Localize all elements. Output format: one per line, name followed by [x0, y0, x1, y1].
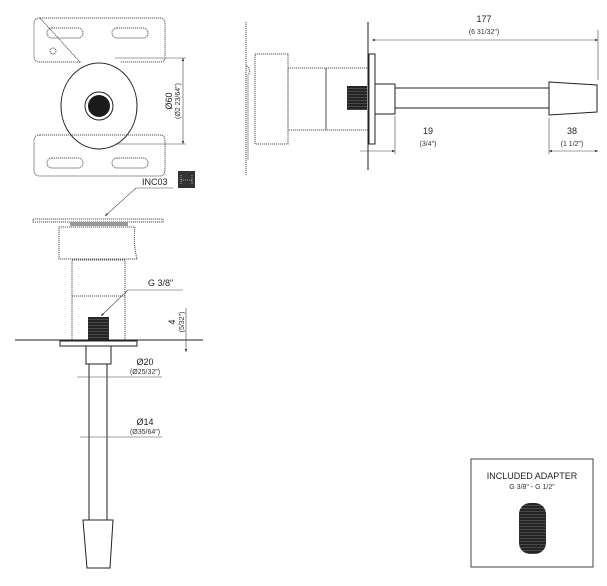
flange-depth-dim-in: (3/4") [420, 141, 437, 148]
nozzle-length-dim-in: (1 1/2") [561, 141, 584, 148]
sleeve [374, 83, 396, 115]
body [71, 259, 126, 341]
nozzle [82, 519, 114, 569]
rosette [60, 62, 138, 150]
finish-swatch-icon [178, 171, 195, 188]
mount-hole [49, 47, 57, 55]
thread [88, 317, 109, 340]
sleeve [85, 345, 112, 365]
adapter-image [519, 503, 546, 554]
nozzle-length-dim: 38 [567, 126, 577, 136]
mount-slot [46, 157, 84, 169]
offset-dim: 4 [167, 319, 177, 324]
pipe [88, 363, 108, 521]
flange-depth-dim: 19 [423, 126, 433, 136]
flange [59, 340, 138, 347]
section-view: INC03 G 3/8" 4 (5/32") Ø20 (Ø25/32") Ø14… [15, 171, 203, 569]
included-adapter-box: INCLUDED ADAPTER G 3/8" - G 1/2" [470, 458, 594, 568]
front-view: Ø60 (Ø2 23/64") [33, 17, 186, 177]
offset-dim-in: (5/32") [179, 312, 186, 333]
body-box [254, 53, 289, 145]
mount-slot [111, 27, 149, 39]
front-diameter-in: (Ø2 23/64") [175, 83, 182, 119]
adapter-title: INCLUDED ADAPTER [487, 471, 578, 481]
sleeve-diameter-in: (Ø25/32") [130, 369, 160, 376]
part-code-label: INC03 [142, 177, 168, 187]
body-cylinder [287, 67, 327, 131]
front-diameter: Ø60 [164, 92, 174, 109]
mounting-plate [33, 17, 166, 177]
pipe-diameter: Ø14 [136, 417, 153, 427]
thread [347, 86, 367, 110]
nozzle [548, 81, 598, 116]
length-dim: 177 [476, 14, 491, 24]
wall-section [245, 22, 251, 175]
sleeve-diameter: Ø20 [136, 357, 153, 367]
side-view: 177 (6 31/32") 19 (3/4") 38 (1 1/2") [245, 14, 599, 175]
cover-plate [32, 218, 164, 223]
thread-label: G 3/8" [148, 278, 173, 288]
flange [368, 53, 376, 145]
gasket [70, 222, 128, 226]
adapter-spec: G 3/8" - G 1/2" [509, 484, 555, 491]
cap [58, 226, 138, 260]
outlet-hole [88, 95, 110, 117]
pipe [394, 87, 550, 109]
length-dim-in: (6 31/32") [469, 29, 500, 36]
pipe-diameter-in: (Ø35/64") [130, 429, 160, 436]
mount-slot [46, 27, 84, 39]
mount-slot [111, 157, 149, 169]
